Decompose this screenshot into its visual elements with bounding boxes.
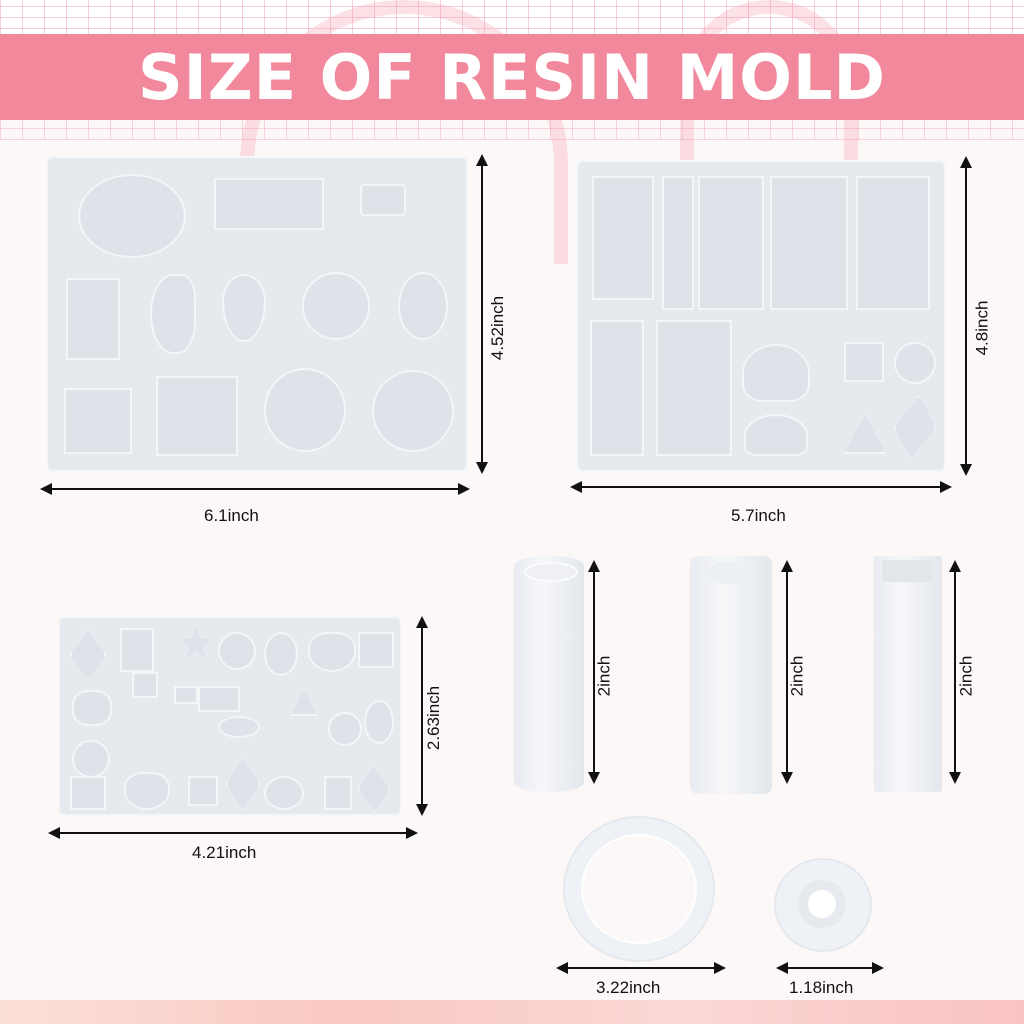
tube-opening xyxy=(524,562,578,582)
grid-pattern-top xyxy=(0,0,1024,40)
square-cavity xyxy=(64,388,132,454)
small-ring-mold xyxy=(776,860,870,950)
narrow-tag-cavity xyxy=(662,176,694,310)
width-arrow-small-ring xyxy=(776,962,884,974)
large-square-cavity xyxy=(156,376,238,456)
pear-gem-cavity xyxy=(364,700,394,744)
small-square-cavity xyxy=(844,342,884,382)
height-arrow-mold-1 xyxy=(476,154,488,474)
square-gem-cavity xyxy=(70,776,106,810)
heart-gem-cavity xyxy=(308,632,356,672)
height-label-gem-mold: 2.63inch xyxy=(424,685,444,751)
height-label-square-tube: 2inch xyxy=(956,655,976,697)
triangle-gem-cavity xyxy=(290,690,318,716)
width-arrow-large-ring xyxy=(556,962,726,974)
height-arrow-hexagon-tube xyxy=(781,560,793,784)
freeform-cavity xyxy=(150,274,196,354)
width-label-mold-2: 5.7inch xyxy=(731,506,786,525)
pendant-mold-2 xyxy=(576,160,946,472)
puzzle-cavity xyxy=(360,184,406,216)
diamond-gem-cavity xyxy=(358,766,390,812)
height-arrow-round-tube xyxy=(588,560,600,784)
small-square-gem-cavity xyxy=(132,672,158,698)
height-arrow-gem-mold xyxy=(416,616,428,816)
octagon-gem-cavity xyxy=(324,776,352,810)
oval-cavity xyxy=(78,174,186,258)
page-title: SIZE OF RESIN MOLD xyxy=(138,40,886,114)
hexagon-tube-mold xyxy=(690,556,772,794)
width-arrow-gem-mold xyxy=(48,827,418,839)
rect-tag-cavity xyxy=(698,176,764,310)
height-arrow-square-tube xyxy=(949,560,961,784)
rect-gem-cavity xyxy=(198,686,240,712)
oval-gem-cavity xyxy=(264,632,298,676)
large-circle-cavity xyxy=(372,370,454,452)
cabochon-cavity xyxy=(264,368,346,452)
pendant-mold-1 xyxy=(46,156,468,472)
square-tube-mold xyxy=(874,556,942,792)
diamond-gem-cavity xyxy=(70,630,106,680)
title-banner: SIZE OF RESIN MOLD xyxy=(0,34,1024,120)
small-square-gem-cavity xyxy=(188,776,218,806)
width-label-small-ring: 1.18inch xyxy=(789,978,854,997)
oval-gem-cavity xyxy=(264,776,304,810)
rectangle-cavity xyxy=(214,178,324,230)
small-rect-gem-cavity xyxy=(174,686,198,704)
height-label-mold-2: 4.8inch xyxy=(972,300,992,356)
width-arrow-mold-2 xyxy=(570,481,952,493)
gem-mold xyxy=(58,616,402,816)
star-cavity xyxy=(178,626,214,659)
rect-vertical-cavity xyxy=(66,278,120,360)
triangle-cavity xyxy=(844,414,886,454)
tube-opening xyxy=(704,562,756,584)
teardrop-cavity xyxy=(222,274,266,342)
height-label-mold-1: 4.52inch xyxy=(488,295,508,361)
rect-tag-cavity xyxy=(592,176,654,300)
marquise-cavity xyxy=(218,716,260,738)
ring-inner-hole xyxy=(798,880,846,928)
large-tag-cavity xyxy=(656,320,732,456)
diamond-cavity xyxy=(894,396,936,458)
height-label-round-tube: 2inch xyxy=(594,655,614,697)
tube-opening xyxy=(882,560,932,582)
heart-tag-cavity xyxy=(590,320,644,456)
width-label-gem-mold: 4.21inch xyxy=(192,843,257,862)
width-label-mold-1: 6.1inch xyxy=(204,506,259,525)
diamond-gem-cavity xyxy=(226,758,260,810)
height-arrow-mold-2 xyxy=(960,156,972,476)
large-ring-mold xyxy=(565,818,713,960)
blob-cavity xyxy=(742,344,810,402)
small-circle-cavity xyxy=(894,342,936,384)
large-heart-cavity xyxy=(124,772,170,810)
decorative-bottom-band xyxy=(0,1000,1024,1024)
width-label-large-ring: 3.22inch xyxy=(596,978,661,997)
round-gem-cavity xyxy=(72,740,110,778)
width-arrow-mold-1 xyxy=(40,483,470,495)
height-label-hexagon-tube: 2inch xyxy=(787,655,807,697)
moon-gem-cavity xyxy=(328,712,362,746)
heart-gem-cavity xyxy=(72,690,112,726)
square-gem-cavity xyxy=(358,632,394,668)
small-oval-cavity xyxy=(398,272,448,340)
octagon-gem-cavity xyxy=(120,628,154,672)
circle-cavity xyxy=(302,272,370,340)
half-blob-cavity xyxy=(744,414,808,456)
round-tube-mold xyxy=(514,556,584,792)
rect-tag-cavity xyxy=(770,176,848,310)
rect-tag-cavity xyxy=(856,176,930,310)
round-gem-cavity xyxy=(218,632,256,670)
